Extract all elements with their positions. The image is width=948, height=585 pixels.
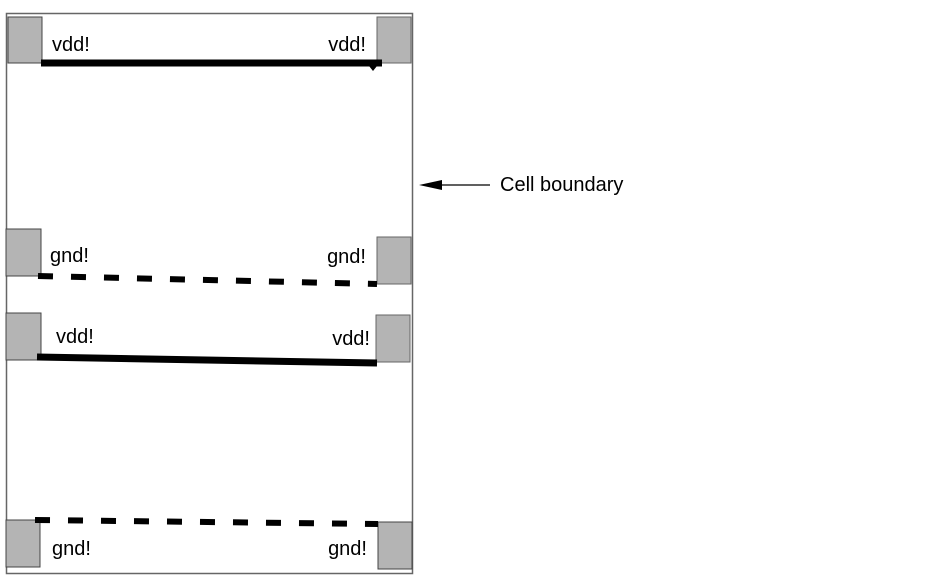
- cell-boundary-annotation: Cell boundary: [419, 174, 623, 196]
- arrow-left-icon: [419, 180, 442, 190]
- pad-right: [376, 236, 412, 285]
- annotation-label: Cell boundary: [500, 174, 623, 196]
- rail-gnd-2: gnd! gnd!: [5, 517, 413, 570]
- rail-label-right: vdd!: [328, 34, 366, 56]
- rail-label-left: vdd!: [56, 326, 94, 348]
- pad-left: [5, 519, 41, 568]
- rail-label-left: gnd!: [52, 538, 91, 560]
- rail-label-right: gnd!: [328, 538, 367, 560]
- pad-right: [375, 314, 411, 363]
- ground-wire: [34, 517, 379, 527]
- rail-vdd-1: vdd! vdd!: [7, 16, 412, 71]
- cell-boundary: [5, 12, 414, 575]
- rail-label-right: vdd!: [332, 328, 370, 350]
- ground-wire: [37, 273, 378, 287]
- rail-vdd-2: vdd! vdd!: [5, 312, 411, 367]
- rail-gnd-1: gnd! gnd!: [5, 228, 412, 287]
- pad-left: [7, 16, 43, 64]
- pad-left: [5, 312, 42, 361]
- rail-label-right: gnd!: [327, 246, 366, 268]
- pad-right: [377, 521, 413, 570]
- rail-label-left: vdd!: [52, 34, 90, 56]
- rail-label-left: gnd!: [50, 245, 89, 267]
- pad-right: [376, 16, 412, 64]
- pad-left: [5, 228, 42, 277]
- power-wire: [36, 353, 378, 367]
- wire-notch: [369, 63, 377, 71]
